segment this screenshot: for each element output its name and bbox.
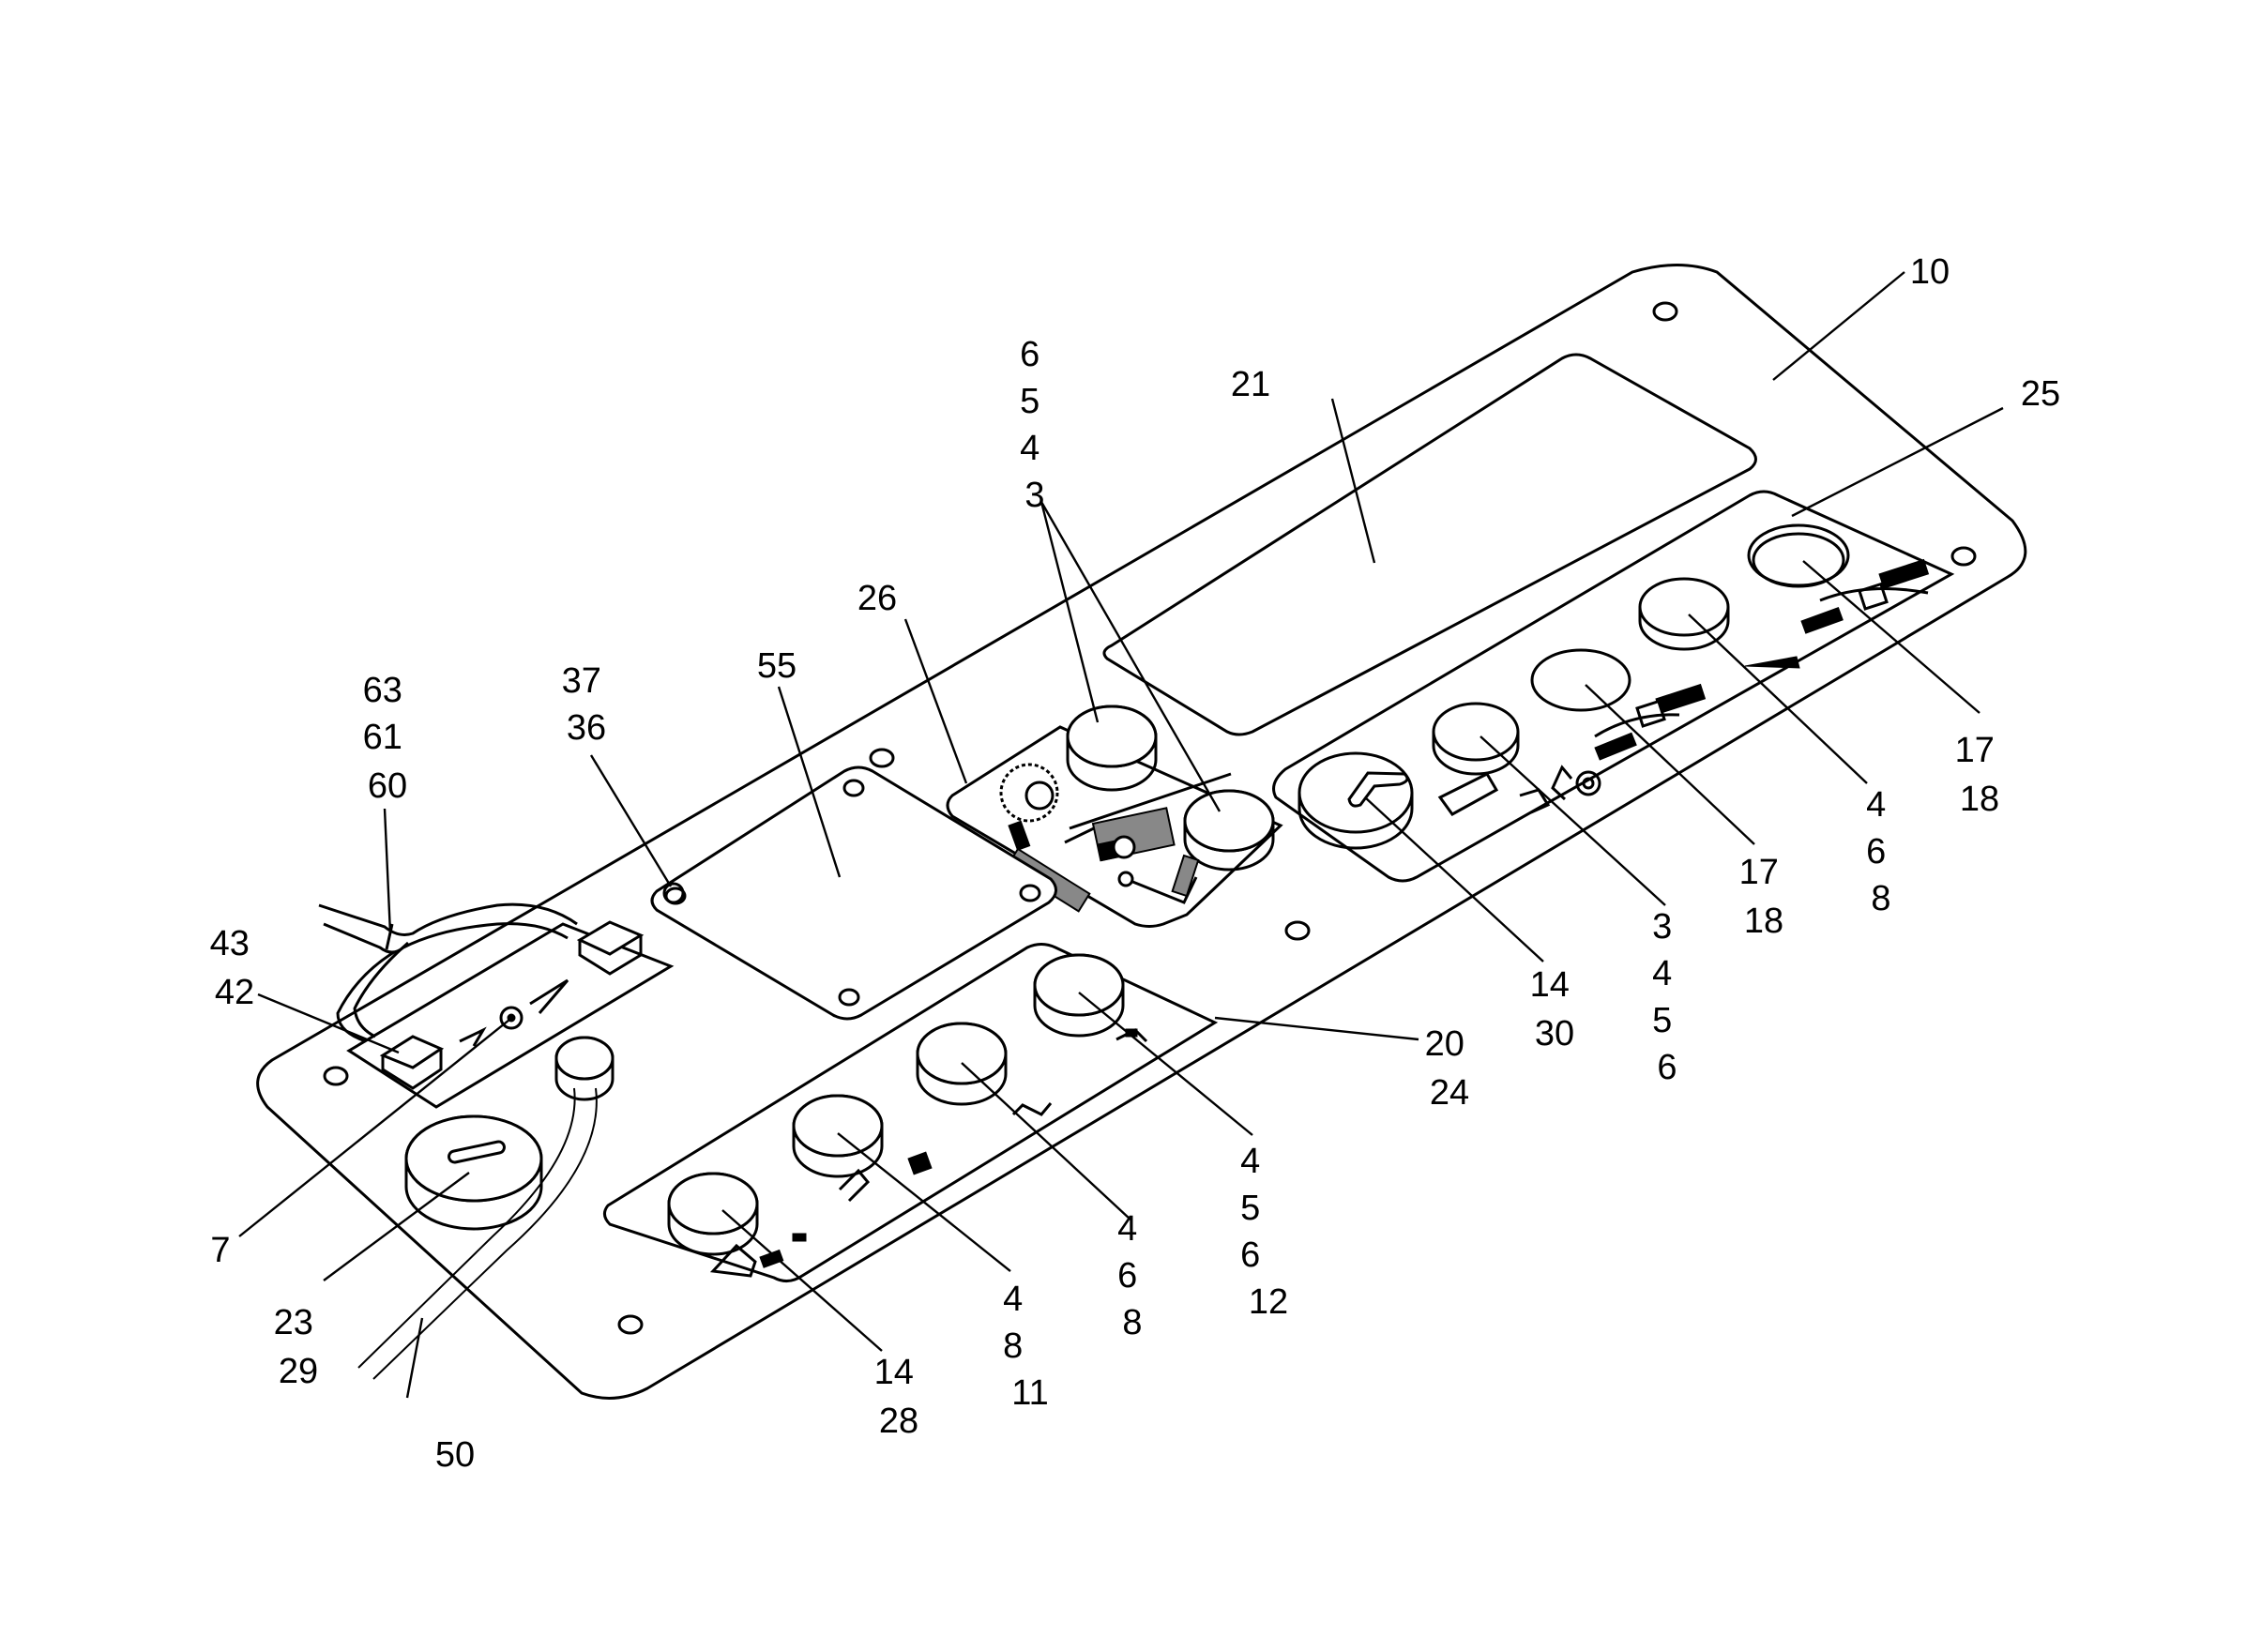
mounting-hole: [323, 1066, 349, 1086]
left-membrane: [318, 902, 675, 1109]
mounting-hole: [617, 1314, 644, 1335]
selector-knob[interactable]: [1297, 751, 1414, 834]
callout-14-28: 14 28: [874, 1353, 924, 1441]
callout-4-8-11: 4 8 11: [1003, 1280, 1049, 1413]
gear-icon: [999, 763, 1059, 823]
callout-26: 26: [857, 579, 897, 618]
indicator-window: [1437, 772, 1499, 816]
callout-50: 50: [435, 1435, 475, 1475]
lever-symbol: [1117, 854, 1200, 904]
callout-63-61-60: 63 61 60: [363, 671, 413, 806]
cover-plate: [650, 765, 1057, 1021]
small-push-button[interactable]: [554, 1036, 615, 1101]
callout-20-24: 20 24: [1425, 1024, 1475, 1113]
cable-harness: [318, 902, 578, 936]
mounting-hole: [869, 748, 895, 768]
membrane-outline: [603, 943, 1219, 1282]
rotary-knob-23-29[interactable]: [404, 1114, 543, 1231]
callout-4-6-8-right: 4 6 8: [1866, 785, 1896, 918]
leader-lines: [238, 271, 2004, 1399]
mounting-hole: [1950, 546, 1977, 567]
lamp-socket-42-43: [379, 1035, 445, 1090]
callout-10: 10: [1910, 252, 1950, 292]
callout-25: 25: [2021, 374, 2060, 414]
conveyor-symbol-2: [1594, 683, 1707, 761]
push-button-4[interactable]: [1638, 577, 1730, 651]
display-window: [1102, 353, 1757, 736]
push-button-4-center[interactable]: [1183, 789, 1275, 871]
callout-55: 55: [757, 646, 797, 686]
push-button-3-center[interactable]: [1066, 705, 1158, 792]
callout-7: 7: [210, 1231, 230, 1270]
push-button-3[interactable]: [1432, 702, 1520, 776]
callout-37-36: 37 36: [562, 661, 612, 748]
bottom-switch-panel: [603, 943, 1219, 1282]
knob-slot: [1347, 771, 1409, 808]
fan-symbol: [1519, 765, 1601, 814]
indicator-lamp-17b[interactable]: [1747, 523, 1850, 588]
conveyor-symbol: [1800, 558, 1930, 634]
cable-50: [357, 1087, 576, 1369]
callout-6-5-4-3: 6 5 4 3: [1020, 335, 1050, 515]
indicator-lamp-17[interactable]: [1530, 648, 1631, 712]
callout-3-4-5-6: 3 4 5 6: [1652, 907, 1682, 1087]
callout-labels: 10 21 25 6 5 4 3 26 55 37 36 63 61 60 43…: [210, 252, 2061, 1475]
machine-symbols: [709, 1028, 1148, 1278]
callout-14-30: 14 30: [1530, 965, 1580, 1053]
mounting-hole: [1284, 920, 1311, 941]
ramp-symbol: [1744, 656, 1800, 669]
callout-43-42: 43 42: [210, 924, 260, 1012]
callout-17-18-middle: 17 18: [1739, 853, 1789, 941]
callout-23-29: 23 29: [274, 1303, 324, 1391]
mounting-hole: [1652, 301, 1678, 322]
lamp-socket-right: [576, 920, 645, 976]
callout-17-18-right: 17 18: [1955, 731, 2005, 819]
callout-4-5-6-12: 4 5 6 12: [1240, 1142, 1288, 1322]
callout-21: 21: [1231, 365, 1270, 404]
right-switch-panel: [1272, 490, 1955, 883]
push-button-4-8-11[interactable]: [792, 1094, 884, 1178]
knob-slot: [448, 1140, 506, 1164]
push-button-4-5-6-12[interactable]: [1033, 953, 1125, 1038]
membrane-outline: [1272, 490, 1955, 883]
push-button-4-6-8[interactable]: [916, 1022, 1008, 1106]
membrane-outline: [946, 725, 1283, 928]
push-button-14-28[interactable]: [667, 1172, 759, 1256]
grommet: [662, 882, 685, 904]
mounting-holes: [323, 301, 1977, 1335]
callout-4-6-8-bottom: 4 6 8: [1117, 1209, 1147, 1342]
